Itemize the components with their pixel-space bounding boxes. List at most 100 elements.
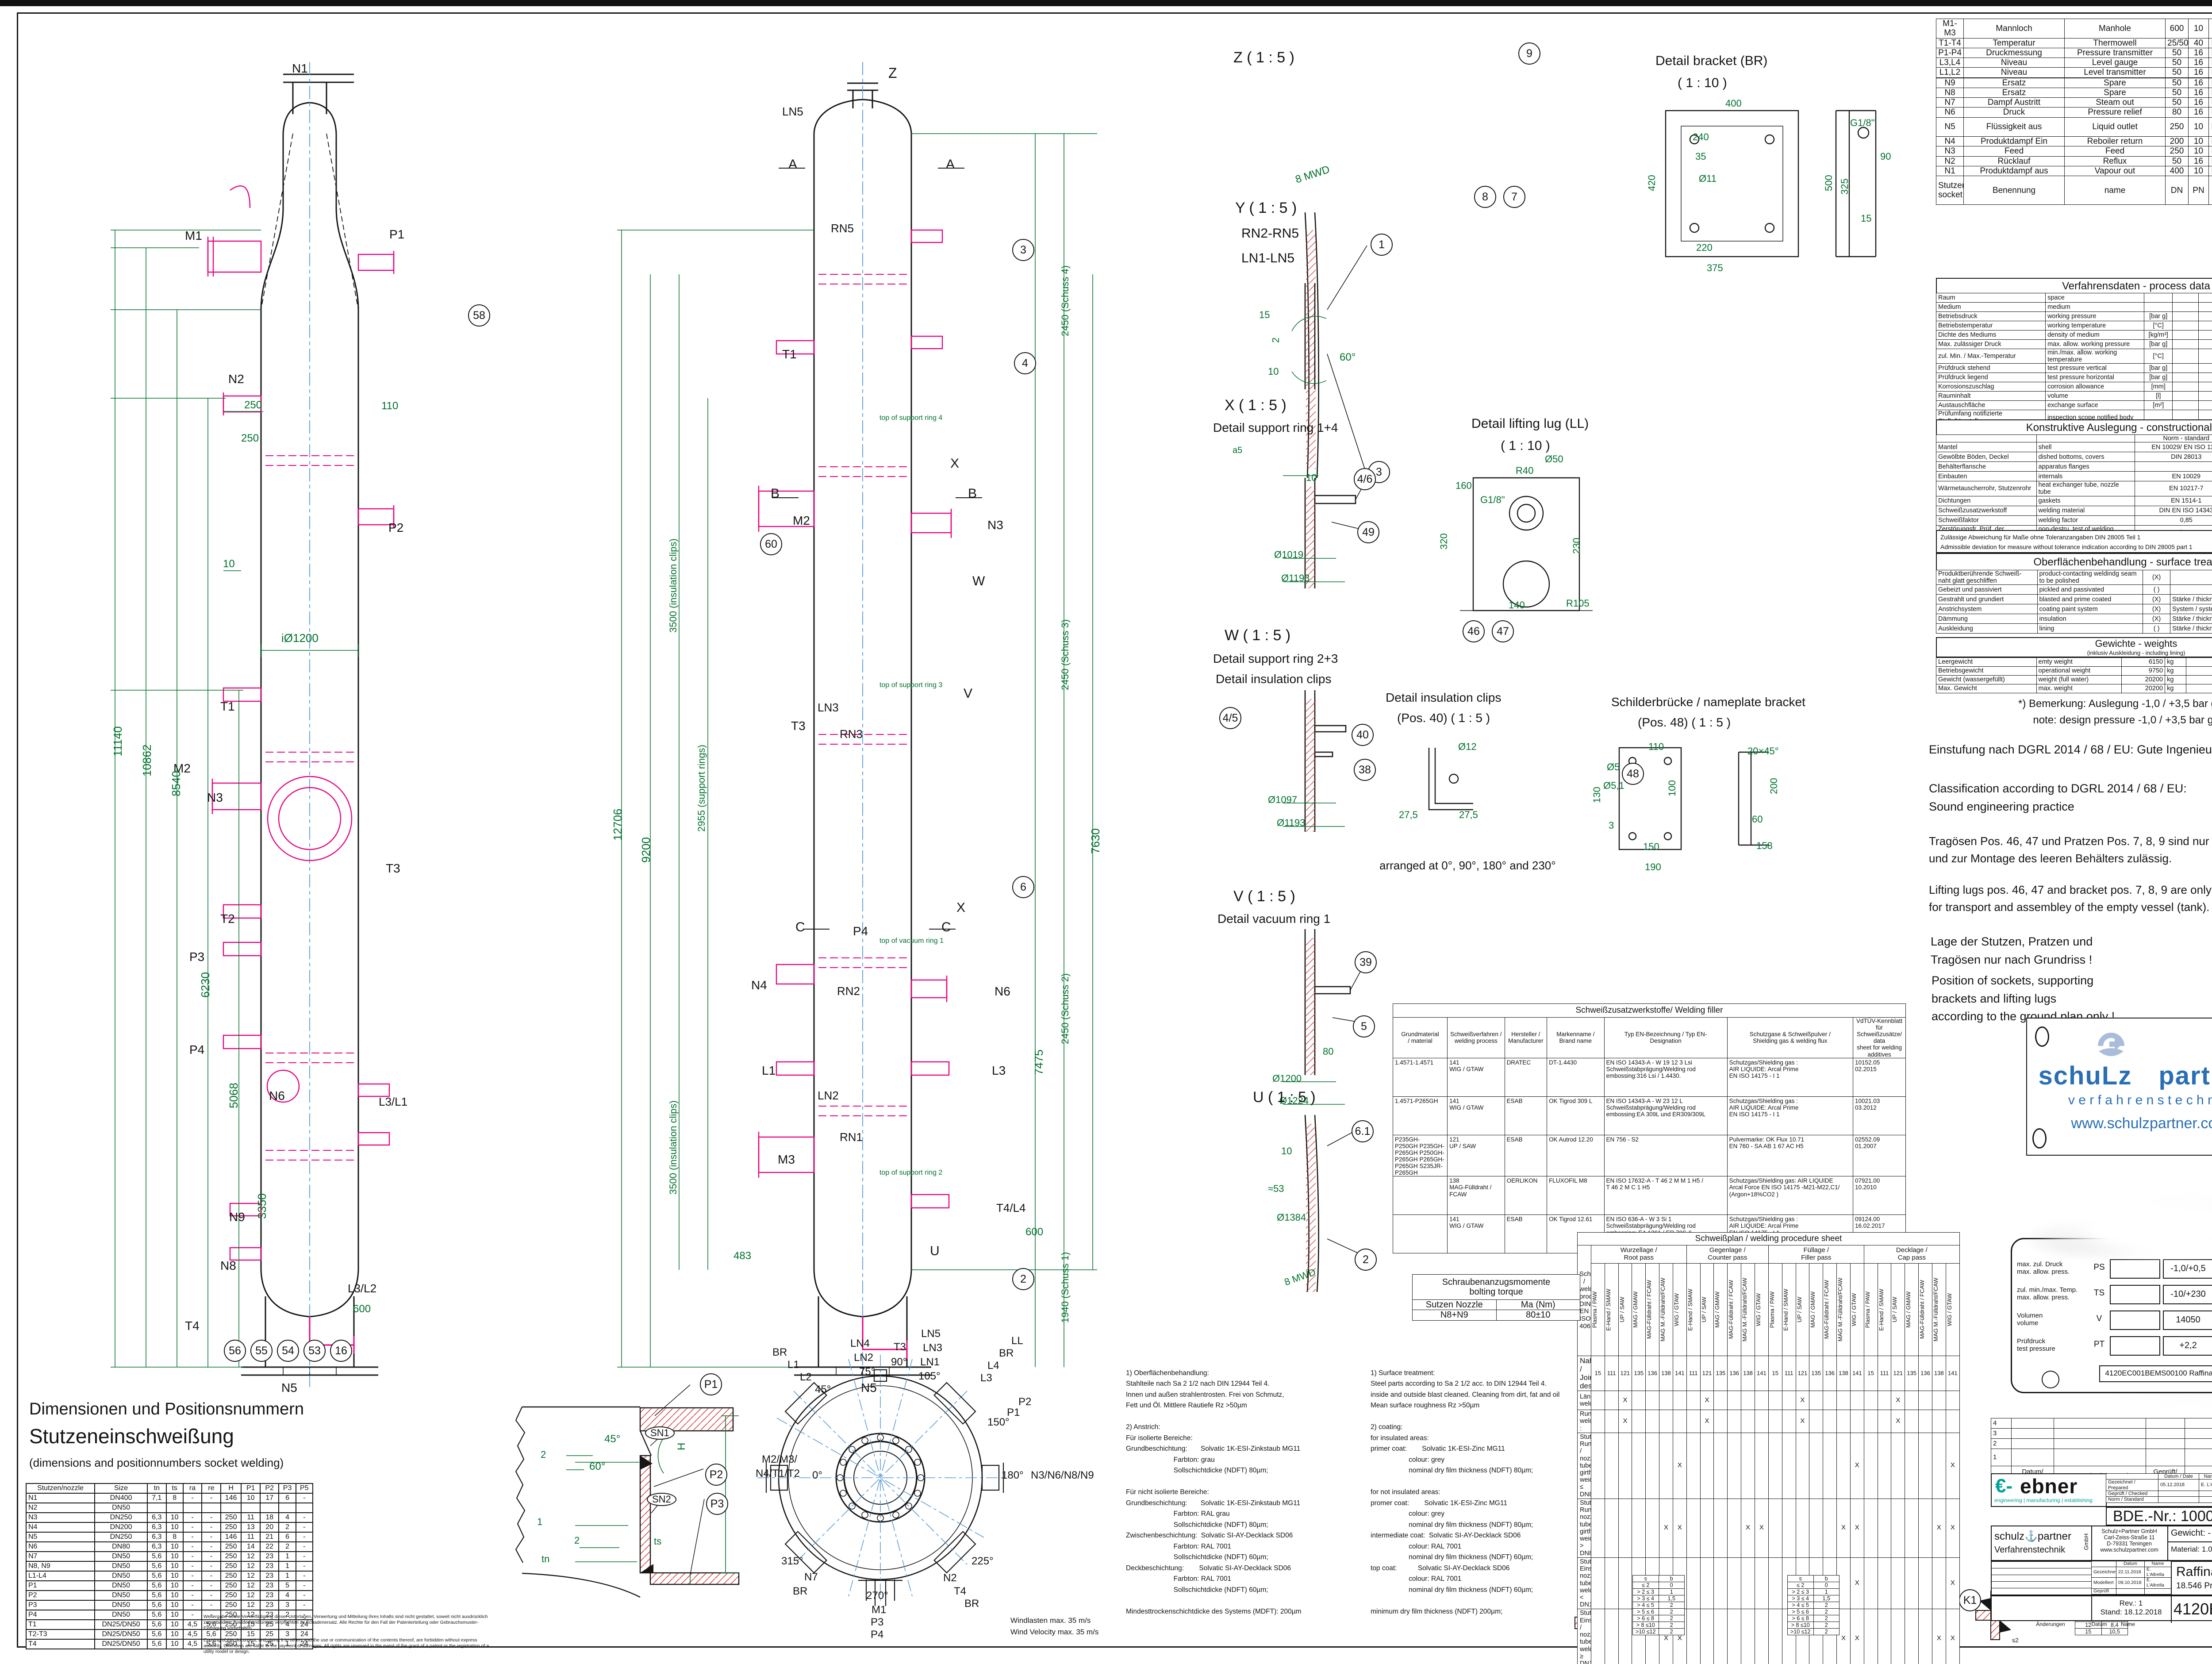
table-cell: 10 [165,1561,184,1572]
table-cell: -10 to +230 [2198,348,2212,364]
ebner-logo-icon: €- [1995,1475,2013,1497]
table-cell: kg [2165,675,2187,684]
table-cell: 10 [165,1551,184,1562]
table-cell: Produktdampf Ein [1963,136,2065,147]
table-cell: +2,2 *) [2198,363,2212,373]
table-cell: 21 [259,1532,280,1542]
table-row: Datum / DateName / Name [2106,1473,2212,1480]
weld-plan-mark [1645,1432,1660,1499]
table-cell: N6 [25,1541,96,1552]
weld-plan-mark [1863,1432,1878,1499]
table-cell: 2 [1658,1602,1685,1609]
table-cell: 05.12.2018 [2158,1479,2199,1491]
table-cell: 3 [1991,1428,2012,1439]
table-cell: 50 [2165,97,2189,108]
weld-plan-mark: X [1932,1498,1946,1558]
table-cell: OERLIKON [1504,1176,1548,1215]
table-cell: welding material [2036,505,2135,516]
field-label: Datum [2091,1621,2107,1627]
table-cell: 8 [165,1493,184,1503]
table-cell [2185,1428,2212,1439]
table-cell: 25 [259,1629,280,1640]
process-column-header: UP / SAW [1795,1263,1810,1356]
table-cell [147,1503,167,1513]
nameplate-label: V [2096,1314,2102,1323]
table-cell: 16 [2188,87,2209,98]
table-cell: 2 [1813,1628,1839,1635]
weld-plan-mark: X [1672,1498,1687,1558]
weld-plan-mark [1918,1432,1932,1499]
table-cell: 23 [259,1561,280,1572]
weld-plan-mark [1782,1498,1796,1558]
table-cell: - [182,1532,203,1542]
process-column-header: E-Hand / SMAW [1686,1263,1701,1356]
ebner-wordmark: ebner [2020,1475,2078,1498]
table-cell: -1 to +0,5 [2198,339,2212,349]
table-cell: Datum / Date [2158,1473,2199,1480]
coating-note-en: 1) Surface treatment: Steel parts accord… [1371,1369,1560,1615]
weld-plan-row-label: Längsnaht/longitudinal weld: [1577,1391,1591,1410]
field-label: Name [2120,1621,2135,1627]
table-cell: 24 [295,1639,314,1649]
weld-plan-mark [1741,1410,1755,1433]
weld-plan-mark: X [1700,1391,1714,1410]
weld-plan-mark [1932,1557,1946,1610]
table-row: T1-T4TemperaturThermowell25/5040EN1092-1… [1936,38,2212,48]
table-cell: [m²] [2144,400,2173,411]
weld-plan-mark [1754,1391,1769,1410]
table-cell: 3 [278,1600,296,1610]
table-cell: E. L'Altrella [2144,1566,2171,1578]
legal-note: Weitergabe sowie Vervielfältigung dieser… [204,1614,489,1654]
table-cell: 10 [165,1541,184,1552]
left-change-grid [1992,1562,2092,1595]
nameplate-field: -1,0/+0,5 [2163,1259,2212,1279]
weld-plan-mark: X [1700,1410,1714,1433]
table-cell: - [295,1580,314,1591]
schulz-small-gmbh: GmbH [2083,1533,2089,1550]
table-cell: 8 [165,1532,184,1542]
table-cell: - [201,1600,221,1610]
docno-box: 4120EC001BEMS00100 [2174,1600,2212,1618]
table-cell: Stärke / thickness [µm] [2170,594,2212,605]
table-cell: 02552.09 01.2007 [1853,1134,1906,1177]
tolerance-note: Zulässige Abweichung für Maße ohne Toler… [1936,530,2212,553]
weld-plan-mark [1590,1391,1605,1410]
weld-plan-mark [1863,1391,1878,1410]
schulz-strip: schulz⚓partner Verfahrenstechnik GmbH Sc… [1991,1526,2212,1562]
table-cell: Auskleidung [1936,623,2038,634]
table-cell: - [295,1551,314,1562]
drawing-title-box: Raffinate recovery Column 18.546 Process… [2171,1562,2212,1595]
table-cell [2186,684,2212,693]
table-cell: blasted and prime coated [2037,594,2143,605]
table-cell [201,1503,221,1513]
table-cell: 18 [259,1512,280,1523]
wind-load-note: Windlasten max. 35 m/s Wind Velocity max… [1010,1616,1099,1636]
table-cell [2011,1418,2054,1429]
plate-hole-icon [2032,1128,2047,1149]
table-cell: Benennung [1963,176,2065,205]
table-cell [2172,311,2199,321]
classification-note: Classification according to DGRL 2014 / … [1929,782,2187,813]
table-cell: 250 [220,1580,242,1591]
table-cell: 5,6 [147,1561,167,1572]
table-cell: 2 [1658,1628,1685,1635]
table-cell: 50 [2165,58,2189,68]
table-cell: DN [2165,176,2189,205]
table-cell: exchange surface [2045,400,2145,411]
weld-plan-mark [1877,1410,1892,1433]
table-cell: - [182,1561,203,1572]
table-cell: 17 [259,1493,280,1503]
weld-plan-mark: X [1618,1391,1632,1410]
weld-plan-row-label: Stutzenrohre-Rundnaht nozzle tube girth … [1577,1498,1591,1558]
lifting-lug-sketch [1460,477,1593,611]
table-cell: Level gauge [2064,58,2166,68]
